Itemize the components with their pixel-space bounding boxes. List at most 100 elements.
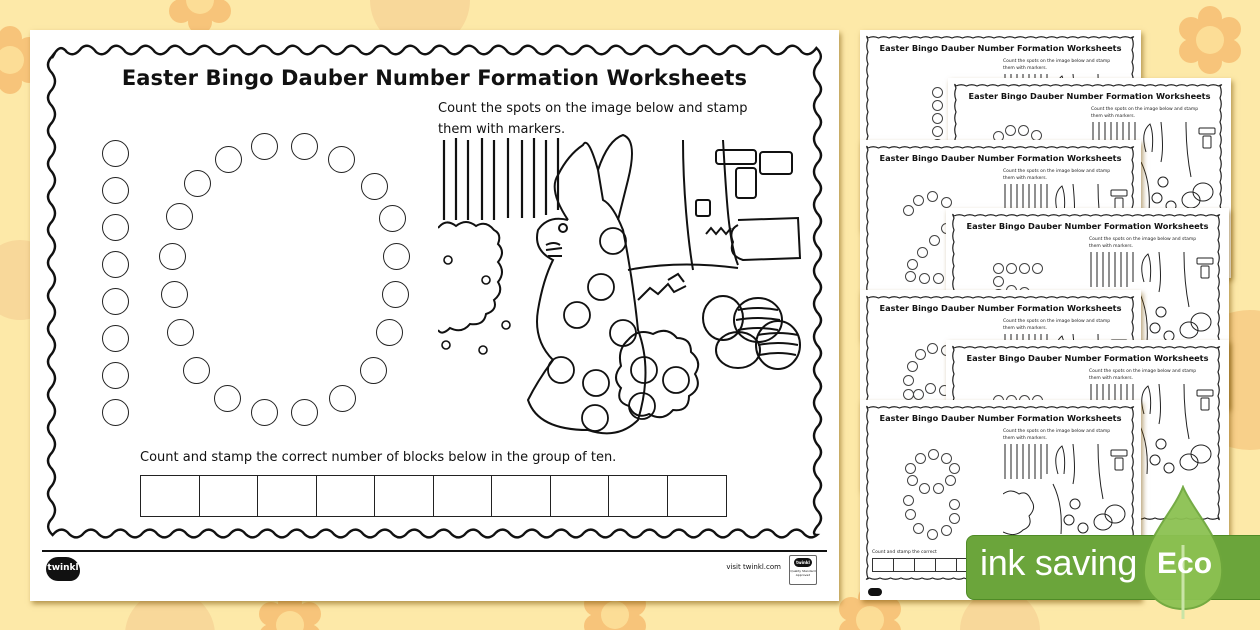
dauber-circle [382, 242, 410, 270]
thumbnail-dauber-circle [926, 528, 938, 540]
thumbnail-dauber-circle [912, 522, 924, 534]
thumbnail-instruction: Count the spots on the image below and s… [1089, 368, 1219, 382]
thumbnail-dauber-circle [931, 99, 943, 111]
thumbnail-dauber-circle [940, 524, 952, 536]
thumbnail-dauber-circle [918, 482, 930, 494]
thumbnail-instruction-line1: Count the spots on the image below and s… [1003, 59, 1111, 64]
quality-standard-badge: twinkl Quality Standard Approved [789, 555, 817, 585]
thumbnail-title: Easter Bingo Dauber Number Formation Wor… [879, 43, 1122, 53]
thumbnail-bunny-illustration [1003, 444, 1128, 536]
thumbnail-count-instruction: Count and stamp the correct [872, 550, 937, 555]
thumbnail-dauber-circle [948, 512, 960, 524]
thumbnail-dauber-circle [1031, 262, 1043, 274]
dauber-circle [360, 172, 388, 200]
dauber-circle [381, 280, 409, 308]
thumbnail-dauber-circle [928, 234, 940, 246]
dauber-circle [101, 398, 129, 426]
thumbnail-instruction-line1: Count the spots on the image below and s… [1003, 319, 1111, 324]
thumbnail-instruction: Count the spots on the image below and s… [1003, 428, 1133, 442]
dauber-circle [101, 287, 129, 315]
ten-frame-cell [492, 476, 551, 516]
thumbnail-dauber-circle [914, 348, 926, 360]
ten-frame-cell [200, 476, 258, 516]
thumbnail-twinkl-logo [868, 588, 882, 596]
thumbnail-instruction-line2: them with markers. [1003, 436, 1048, 441]
dauber-circle [182, 356, 210, 384]
picture-instruction-line2: them with markers. [438, 122, 566, 137]
dauber-circle [375, 318, 403, 346]
thumbnail-title: Easter Bingo Dauber Number Formation Wor… [966, 353, 1209, 363]
dauber-circle [101, 324, 129, 352]
thumbnail-dauber-circle [904, 508, 916, 520]
twinkl-logo: twinkl [46, 557, 80, 581]
thumbnail-instruction: Count the spots on the image below and s… [1089, 236, 1219, 250]
ten-frame-cell [317, 476, 375, 516]
ten-frame-cell [141, 476, 200, 516]
thumbnail-dauber-circle [924, 382, 936, 394]
dauber-circle [214, 145, 242, 173]
dauber-circle [327, 145, 355, 173]
thumbnail-bunny-illustration [1089, 252, 1214, 344]
thumbnail-instruction-line2: them with markers. [1089, 376, 1134, 381]
ten-frame-cell [375, 476, 434, 516]
dauber-circle [101, 361, 129, 389]
thumbnail-instruction-line1: Count the spots on the image below and s… [1089, 237, 1197, 242]
thumbnail-dauber-circle [926, 190, 938, 202]
thumbnail-dauber-circle [931, 86, 943, 98]
thumbnail-dauber-circle [902, 388, 914, 400]
thumbnail-instruction-line1: Count the spots on the image below and s… [1003, 429, 1111, 434]
thumbnail-instruction-line1: Count the spots on the image below and s… [1089, 369, 1197, 374]
thumbnail-title: Easter Bingo Dauber Number Formation Wor… [879, 153, 1122, 163]
dauber-circle [290, 398, 318, 426]
thumbnail-instruction: Count the spots on the image below and s… [1003, 58, 1133, 72]
eco-label: Eco [1157, 547, 1213, 580]
dauber-circle [158, 242, 186, 270]
ten-frame-cell [434, 476, 492, 516]
thumbnail-dauber-circle [912, 388, 924, 400]
worksheet-title: Easter Bingo Dauber Number Formation Wor… [121, 66, 748, 90]
thumbnail-dauber-circle [912, 194, 924, 206]
dauber-circle [166, 318, 194, 346]
thumbnail-dauber-circle [904, 462, 916, 474]
ink-saving-text: ink saving [980, 542, 1138, 583]
thumbnail-dauber-circle [902, 374, 914, 386]
thumbnail-title: Easter Bingo Dauber Number Formation Wor… [966, 221, 1209, 231]
footer-divider [42, 550, 827, 552]
dauber-circle [101, 139, 129, 167]
thumbnail-dauber-circle [918, 272, 930, 284]
thumbnail-dauber-circle [916, 246, 928, 258]
thumbnail-dauber-circle [906, 474, 918, 486]
thumbnail-dauber-circle [1030, 129, 1042, 141]
dauber-circle [101, 250, 129, 278]
dauber-circle [101, 213, 129, 241]
thumbnail-dauber-circle [944, 474, 956, 486]
ten-frame-cell [609, 476, 668, 516]
thumbnail-dauber-circle [932, 272, 944, 284]
thumbnail-dauber-circle [914, 452, 926, 464]
wavy-border [46, 44, 823, 539]
thumbnail-dauber-circle [948, 498, 960, 510]
easter-bunny-illustration [438, 133, 802, 435]
picture-instruction-line1: Count the spots on the image below and s… [438, 101, 748, 116]
thumbnail-instruction-line2: them with markers. [1091, 114, 1136, 119]
thumbnail-dauber-circle [992, 275, 1004, 287]
thumbnail-dauber-circle [932, 482, 944, 494]
dauber-circle [359, 356, 387, 384]
thumbnail-instruction-line1: Count the spots on the image below and s… [1091, 107, 1199, 112]
thumbnail-dauber-circle [1017, 124, 1029, 136]
thumbnail-instruction-line2: them with markers. [1089, 244, 1134, 249]
dauber-circle [213, 384, 241, 412]
badge-text: Quality Standard Approved [790, 569, 816, 577]
picture-instruction: Count the spots on the image below and s… [438, 98, 748, 140]
visit-link-text: visit twinkl.com [726, 563, 781, 571]
dauber-circle [250, 398, 278, 426]
thumbnail-dauber-circle [931, 112, 943, 124]
thumbnail-dauber-circle [902, 494, 914, 506]
ten-frame [140, 475, 727, 517]
dauber-circle [101, 176, 129, 204]
ten-frame-cell [668, 476, 727, 516]
dauber-circle [165, 202, 193, 230]
thumbnail-instruction-line2: them with markers. [1003, 176, 1048, 181]
thumbnail-instruction: Count the spots on the image below and s… [1091, 106, 1221, 120]
dauber-circle [378, 204, 406, 232]
